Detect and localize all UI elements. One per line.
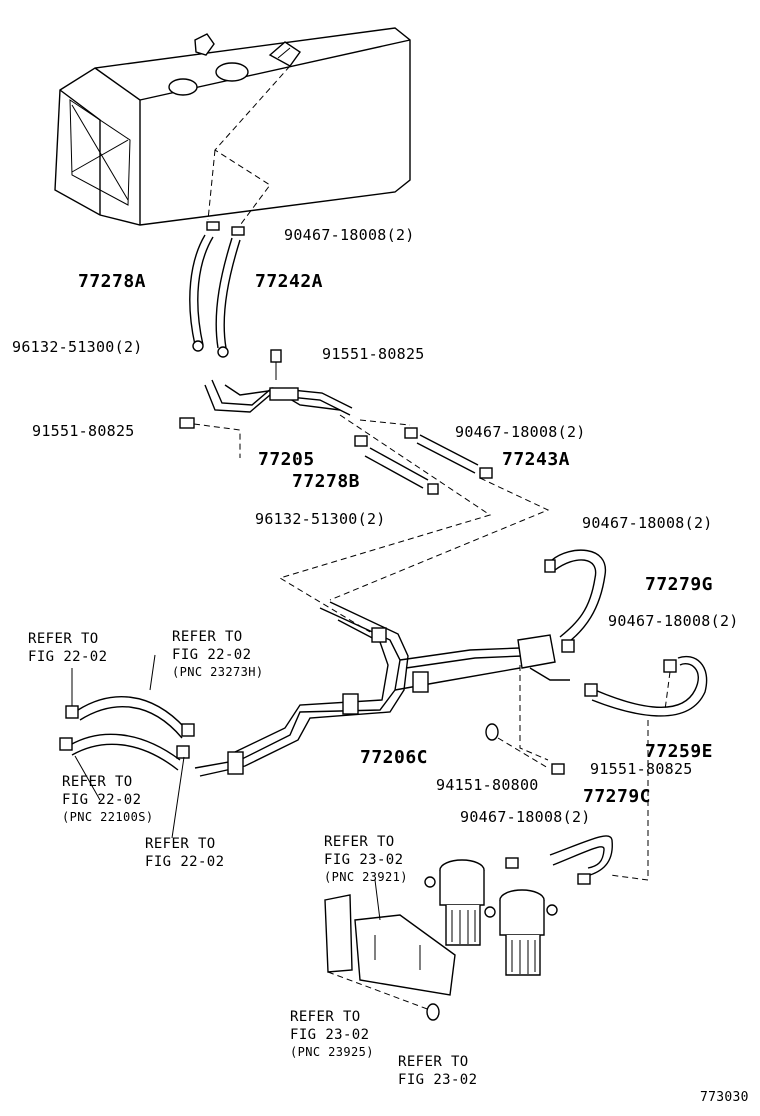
callout-91551-80825-b: 91551-80825 (32, 422, 135, 440)
callout-91551-80825-a: 91551-80825 (322, 345, 425, 363)
reference-figure: FIG 23-02 (398, 1072, 478, 1088)
reference-figure: FIG 23-02 (324, 852, 404, 868)
reference-line: REFER TO (145, 836, 216, 852)
reference-figure: FIG 22-02 (172, 647, 252, 663)
tank-dashed-leaders (207, 65, 291, 229)
reference-note-4: REFER TO FIG 22-02 (145, 835, 224, 871)
part-label-77278A: 77278A (78, 271, 147, 292)
part-label-77259E: 77259E (645, 741, 714, 762)
callout-90467-18008-b: 90467-18008(2) (455, 423, 586, 441)
tube-assembly-77205 (179, 349, 353, 458)
fuel-filters (424, 859, 558, 976)
reference-note-2: REFER TO FIG 22-02 (PNC 23273H) (172, 628, 264, 680)
diagram-id: 773030 (700, 1090, 749, 1105)
reference-note-5: REFER TO FIG 23-02 (PNC 23921) (324, 833, 408, 885)
callout-91551-80825-c: 91551-80825 (590, 760, 693, 778)
reference-figure: FIG 22-02 (62, 792, 142, 808)
routing-dashed-lines (278, 414, 550, 633)
part-label-77206C: 77206C (360, 747, 429, 768)
part-label-77205: 77205 (258, 449, 315, 470)
reference-pnc: (PNC 22100S) (62, 810, 154, 824)
reference-note-7: REFER TO FIG 23-02 (398, 1053, 477, 1089)
callout-94151-80800: 94151-80800 (436, 776, 539, 794)
callout-96132-51300-a: 96132-51300(2) (12, 338, 143, 356)
part-label-77243A: 77243A (502, 449, 571, 470)
part-label-77279G: 77279G (645, 574, 714, 595)
hose-77279C (505, 835, 613, 885)
callout-90467-18008-e: 90467-18008(2) (460, 808, 591, 826)
callout-90467-18008-a: 90467-18008(2) (284, 226, 415, 244)
callout-90467-18008-d: 90467-18008(2) (608, 612, 739, 630)
reference-pnc: (PNC 23273H) (172, 665, 264, 679)
upper-hoses (189, 221, 245, 358)
fuel-tank (54, 27, 411, 226)
short-tubes (354, 427, 493, 495)
reference-figure: FIG 23-02 (290, 1027, 370, 1043)
reference-line: REFER TO (172, 629, 243, 645)
reference-line: REFER TO (398, 1054, 469, 1070)
callout-96132-51300-b: 96132-51300(2) (255, 510, 386, 528)
left-hoses (59, 654, 195, 839)
part-label-77278B: 77278B (292, 471, 361, 492)
callout-90467-18008-c: 90467-18008(2) (582, 514, 713, 532)
part-label-77242A: 77242A (255, 271, 324, 292)
reference-note-3: REFER TO FIG 22-02 (PNC 22100S) (62, 773, 154, 825)
bolts-lower (485, 723, 565, 775)
reference-note-6: REFER TO FIG 23-02 (PNC 23925) (290, 1008, 374, 1060)
bracket (324, 879, 456, 1021)
reference-pnc: (PNC 23921) (324, 870, 408, 884)
reference-line: REFER TO (28, 631, 99, 647)
reference-line: REFER TO (324, 834, 395, 850)
reference-pnc: (PNC 23925) (290, 1045, 374, 1059)
reference-figure: FIG 22-02 (28, 649, 108, 665)
part-label-77279C: 77279C (583, 786, 652, 807)
reference-figure: FIG 22-02 (145, 854, 225, 870)
reference-note-1: REFER TO FIG 22-02 (28, 630, 107, 666)
reference-line: REFER TO (290, 1009, 361, 1025)
main-tube-77206C (194, 601, 570, 777)
reference-line: REFER TO (62, 774, 133, 790)
right-hoses (519, 549, 708, 881)
